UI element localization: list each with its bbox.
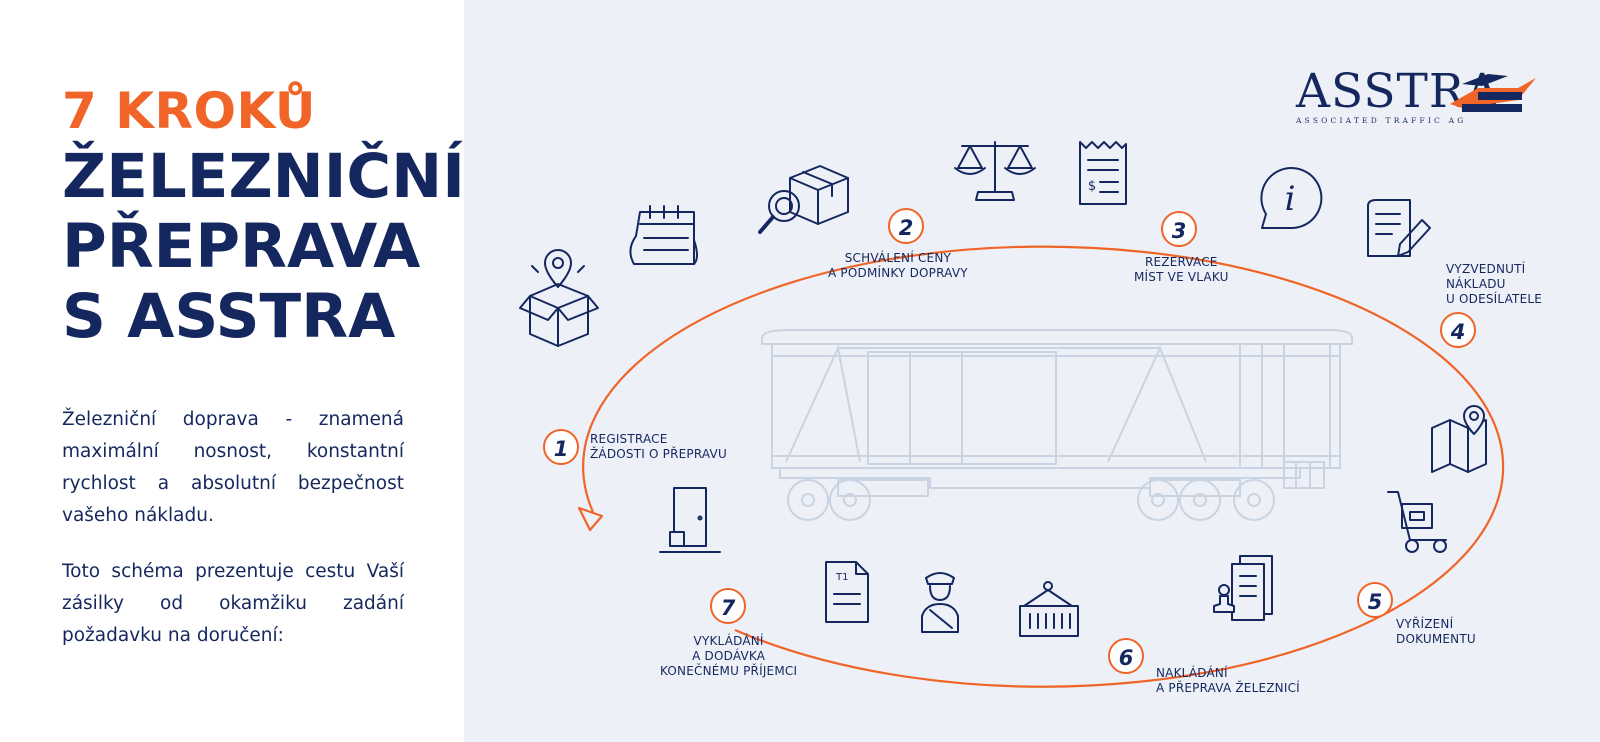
heading-line-2: PŘEPRAVA <box>62 211 421 282</box>
process-loop-line <box>582 245 1505 688</box>
package-search-icon <box>758 165 849 234</box>
heading-title: ŽELEZNIČNÍ PŘEPRAVA S ASSTRA <box>62 141 465 352</box>
step-1-label-line-1: REGISTRACE <box>590 432 668 446</box>
step-6-label-line-1: NAKLÁDÁNÍ <box>1156 666 1228 680</box>
info-bubble-icon <box>1260 167 1323 230</box>
step-6-badge: 6 <box>1108 638 1144 674</box>
step-1-number: 1 <box>554 437 569 461</box>
scales-icon <box>954 141 1036 201</box>
documents-stamp-icon <box>1213 555 1273 621</box>
step-4-label-line-1: VYZVEDNUTÍ <box>1446 262 1526 276</box>
step-4-badge: 4 <box>1440 312 1476 348</box>
shipping-container-icon <box>1019 581 1079 637</box>
logo-transport-mark <box>1450 74 1536 112</box>
customs-officer-icon <box>921 572 959 633</box>
step-1-badge: 1 <box>543 429 579 465</box>
step-3-badge: 3 <box>1161 211 1197 247</box>
step-6-label: NAKLÁDÁNÍ A PŘEPRAVA ŽELEZNICÍ <box>1156 666 1300 696</box>
step-7-label-line-2: A DODÁVKA <box>692 649 766 663</box>
step-5-badge: 5 <box>1357 582 1393 618</box>
step-2-label: SCHVÁLENÍ CENY A PODMÍNKY DOPRAVY <box>828 251 968 281</box>
step-7-label-line-3: KONEČNÉMU PŘÍJEMCI <box>660 664 798 678</box>
step-5-label-line-1: VYŘÍZENÍ <box>1396 617 1454 631</box>
step-7-label-line-1: VYKLÁDÁNÍ <box>693 634 764 648</box>
door-delivery-icon <box>659 487 721 553</box>
asstra-logo-tagline: ASSOCIATED TRAFFIC AG <box>1296 116 1467 125</box>
step-4-label-line-3: U ODESÍLATELE <box>1446 292 1543 306</box>
step-4-label: VYZVEDNUTÍ NÁKLADU U ODESÍLATELE <box>1446 262 1542 307</box>
box-location-pin-icon <box>519 249 599 347</box>
step-2-label-line-1: SCHVÁLENÍ CENY <box>844 251 952 265</box>
intro-paragraph-2: Toto schéma prezentuje cestu Vaší zásilk… <box>62 561 404 646</box>
heading-accent: 7 KROKŮ <box>62 82 316 140</box>
intro-paragraph-1: Železniční doprava - znamená maximální n… <box>62 409 404 526</box>
step-2-number: 2 <box>899 216 914 240</box>
hand-truck-icon <box>1387 491 1447 553</box>
step-1-label: REGISTRACE ŽÁDOSTI O PŘEPRAVU <box>590 432 727 462</box>
freight-wagon-illustration <box>761 329 1353 521</box>
customs-document-code: T1 <box>835 572 848 583</box>
step-3-label-line-2: MÍST VE VLAKU <box>1134 270 1229 284</box>
info-symbol: i <box>1285 179 1296 219</box>
step-5-label: VYŘÍZENÍ DOKUMENTU <box>1396 617 1476 647</box>
step-6-label-line-2: A PŘEPRAVA ŽELEZNICÍ <box>1156 681 1300 695</box>
step-7-number: 7 <box>721 596 736 620</box>
step-7-badge: 7 <box>710 588 746 624</box>
calendar-icon <box>629 205 698 265</box>
customs-document-t1-icon <box>825 561 869 623</box>
step-3-label-line-1: REZERVACE <box>1144 255 1218 269</box>
process-arrow-head <box>577 506 604 532</box>
step-3-number: 3 <box>1172 219 1187 243</box>
receipt-dollar-symbol: $ <box>1088 179 1096 194</box>
map-location-icon <box>1431 405 1487 473</box>
step-4-label-line-2: NÁKLADU <box>1446 277 1506 291</box>
receipt-icon <box>1079 141 1127 205</box>
step-1-label-line-2: ŽÁDOSTI O PŘEPRAVU <box>590 447 727 461</box>
step-7-label: VYKLÁDÁNÍ A DODÁVKA KONEČNÉMU PŘÍJEMCI <box>660 634 797 679</box>
document-pen-icon <box>1367 199 1431 257</box>
step-2-label-line-2: A PODMÍNKY DOPRAVY <box>828 266 968 280</box>
step-3-label: REZERVACE MÍST VE VLAKU <box>1134 255 1229 285</box>
step-5-label-line-2: DOKUMENTU <box>1396 632 1476 646</box>
step-2-badge: 2 <box>888 208 924 244</box>
heading-line-1: ŽELEZNIČNÍ <box>62 141 465 212</box>
intro-panel: 7 KROKŮ ŽELEZNIČNÍ PŘEPRAVA S ASSTRA Žel… <box>0 0 465 742</box>
step-4-number: 4 <box>1450 320 1466 344</box>
step-5-number: 5 <box>1368 590 1383 614</box>
heading-line-3: S ASSTRA <box>62 281 396 352</box>
diagram-panel <box>464 0 1600 742</box>
step-6-number: 6 <box>1119 646 1134 670</box>
